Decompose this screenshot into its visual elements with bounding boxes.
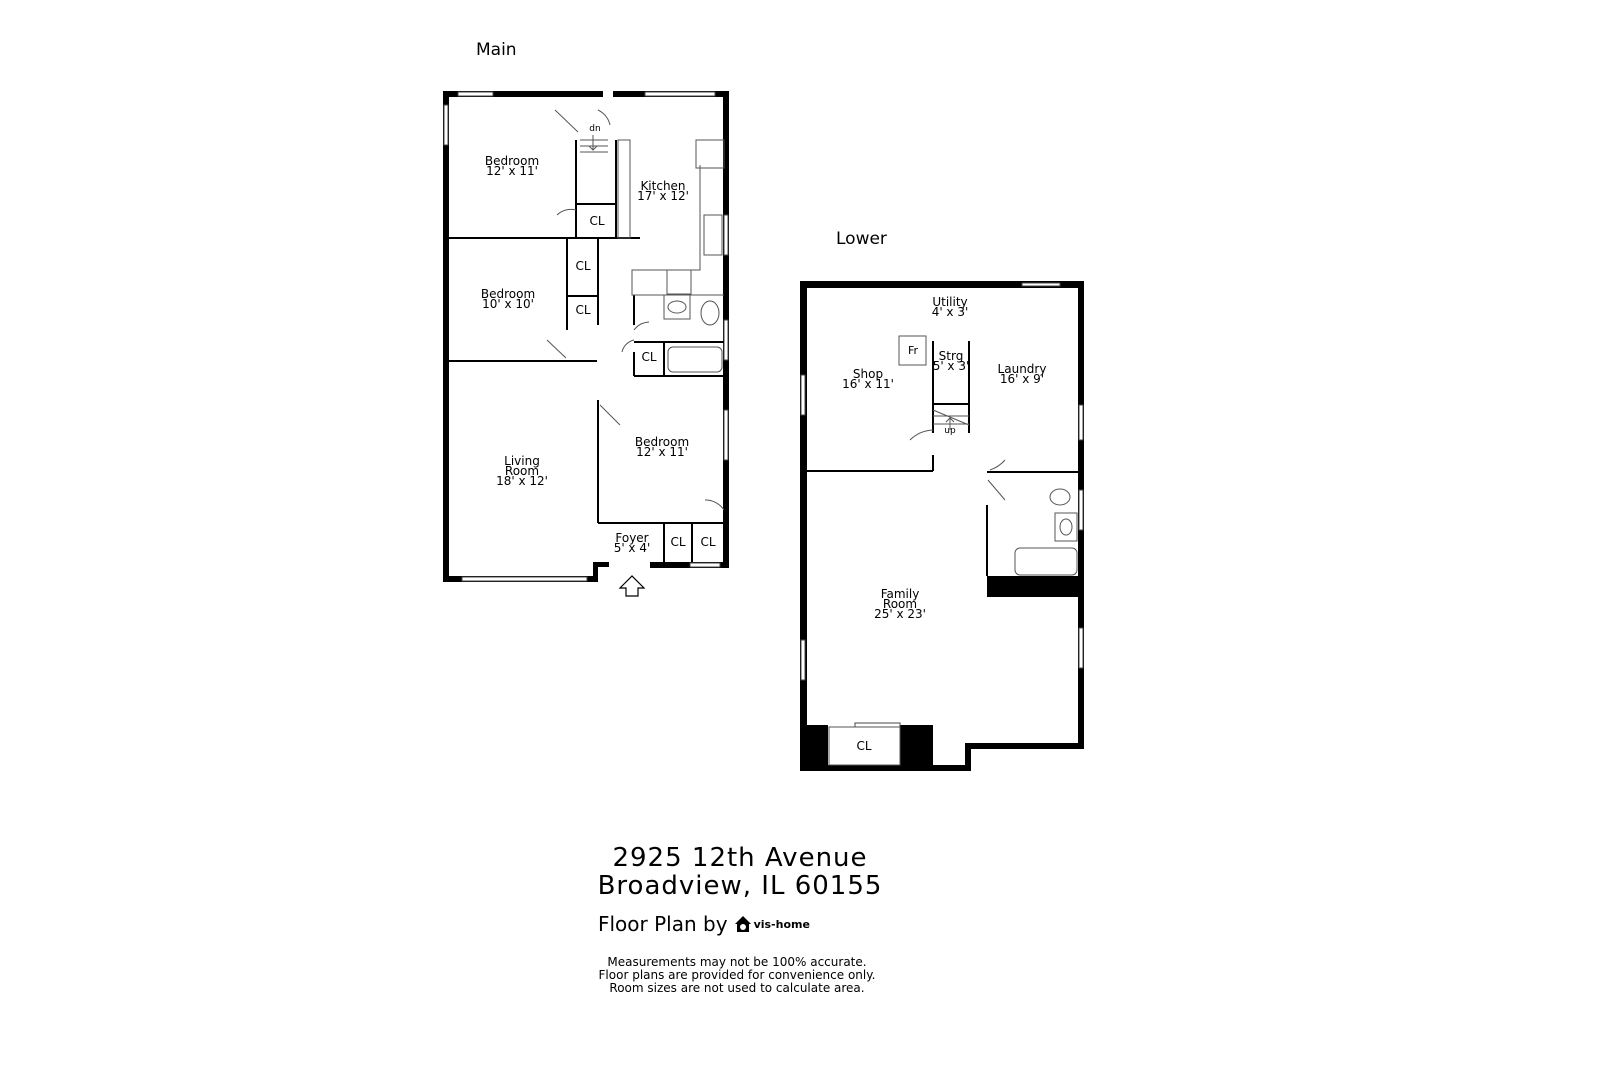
room-name: Bedroom — [485, 154, 539, 168]
room-size: 25' x 23' — [874, 607, 926, 621]
room-name: Family — [881, 587, 920, 601]
disclaimer-line: Floor plans are provided for convenience… — [598, 968, 876, 982]
room-name: Utility — [932, 295, 967, 309]
room-size: 4' x 3' — [932, 305, 969, 319]
address-line-2: Broadview, IL 60155 — [597, 871, 883, 901]
room-name: Laundry — [998, 362, 1047, 376]
room-name: Bedroom — [481, 287, 535, 301]
room-size: 16' x 9' — [1000, 372, 1044, 386]
lower-floor-title: Lower — [836, 229, 887, 249]
room-size: 12' x 11' — [636, 445, 688, 459]
house-icon — [734, 916, 751, 932]
closet-label: CL — [670, 535, 685, 549]
room-size: 5' x 4' — [614, 541, 651, 555]
stairs-up-label: up — [944, 426, 956, 436]
room-name: Bedroom — [635, 435, 689, 449]
closet-label: CL — [575, 303, 590, 317]
disclaimer-line: Measurements may not be 100% accurate. — [607, 955, 867, 969]
stairs-down-label: dn — [589, 124, 600, 134]
floor-plan-credit: Floor Plan by vis-home — [598, 912, 810, 936]
room-name: Shop — [853, 367, 883, 381]
closet-label: CL — [856, 739, 871, 753]
room-name: Living — [504, 454, 540, 468]
room-name-2: Room — [883, 597, 917, 611]
brand-name: vis-home — [753, 917, 810, 931]
vis-home-logo: vis-home — [734, 915, 810, 933]
closet-label: CL — [700, 535, 715, 549]
lower-floor-plan: up Fr Utility 4' x 3' Shop 16' x 11' Str… — [800, 281, 1084, 771]
room-size: 5' x 3' — [933, 359, 970, 373]
room-name: Strg — [939, 349, 964, 363]
floor-plan-by-label: Floor Plan by — [598, 912, 728, 936]
room-size: 10' x 10' — [482, 297, 534, 311]
room-name-2: Room — [505, 464, 539, 478]
disclaimer-line: Room sizes are not used to calculate are… — [609, 981, 865, 995]
address-line-1: 2925 12th Avenue — [612, 843, 868, 873]
room-size: 12' x 11' — [486, 164, 538, 178]
room-size: 17' x 12' — [637, 189, 689, 203]
closet-label: CL — [589, 214, 604, 228]
closet-label: CL — [641, 350, 656, 364]
room-name: Foyer — [615, 531, 648, 545]
main-floor-title: Main — [476, 40, 517, 60]
room-name: Kitchen — [640, 179, 685, 193]
main-floor-plan: dn Bedroom 12' x 11' Kitchen 17' x 12' B… — [443, 91, 729, 597]
room-size: 18' x 12' — [496, 474, 548, 488]
closet-label: CL — [575, 259, 590, 273]
furnace-label: Fr — [908, 344, 919, 357]
disclaimer: Measurements may not be 100% accurate. F… — [0, 956, 1474, 995]
room-size: 16' x 11' — [842, 377, 894, 391]
